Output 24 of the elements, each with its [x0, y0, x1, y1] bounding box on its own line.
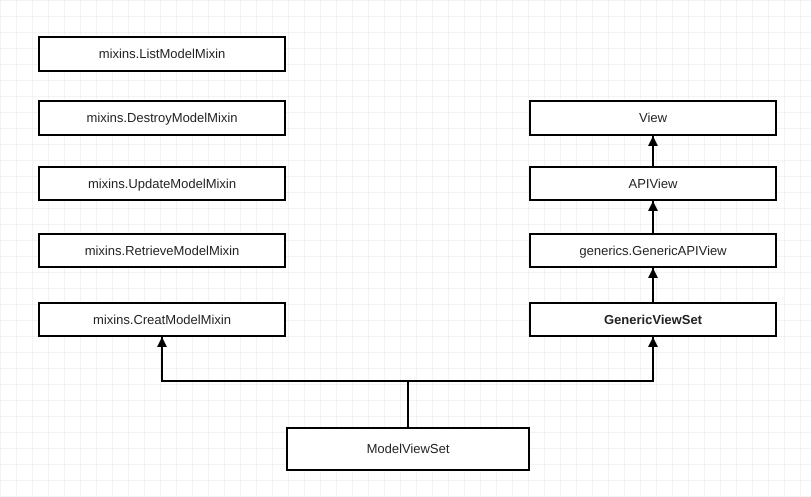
class-box [529, 166, 777, 201]
class-box [38, 100, 286, 136]
arrow [648, 268, 658, 302]
arrow [648, 201, 658, 233]
class-name: mixins.ListModelMixin [98, 45, 226, 64]
arrow [648, 136, 658, 166]
class-name: GenericViewSet [604, 310, 702, 329]
class-box [38, 302, 286, 337]
class-name: APIView [628, 174, 678, 193]
class-name: generics.GenericAPIView [579, 242, 727, 260]
class-box [529, 302, 777, 337]
class-box [38, 166, 286, 201]
arrow [407, 337, 658, 427]
class-box [529, 233, 777, 268]
class-box [286, 427, 530, 471]
class-name: mixins.RetrieveModelMixin [84, 242, 240, 260]
class-name: mixins.UpdateModelMixin [88, 174, 236, 193]
class-box [38, 36, 286, 72]
class-name: ModelViewSet [366, 440, 450, 458]
class-name: mixins.CreatModelMixin [93, 310, 231, 329]
class-name: mixins.DestroyModelMixin [86, 109, 238, 128]
class-box [38, 233, 286, 268]
class-name: View [639, 109, 667, 128]
class-box [529, 100, 777, 136]
